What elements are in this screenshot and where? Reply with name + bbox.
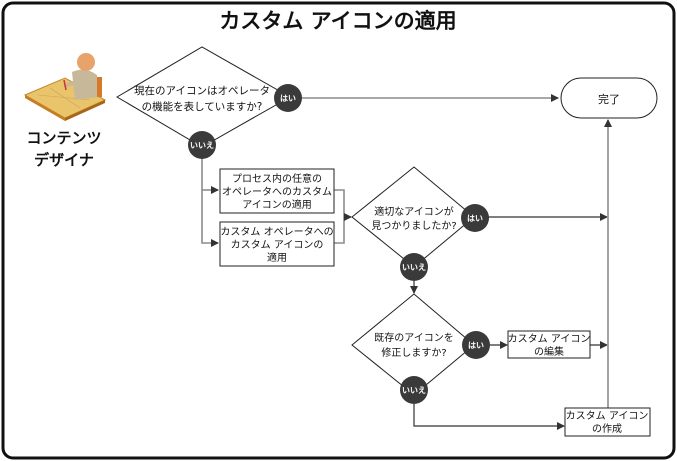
connector [201, 157, 219, 247]
svg-text:完了: 完了 [598, 92, 620, 106]
process-apply-any-operator: プロセス内の任意の オペレータへのカスタム アイコンの適用 [219, 168, 335, 214]
svg-text:の作成: の作成 [592, 423, 622, 435]
svg-text:プロセス内の任意の: プロセス内の任意の [232, 172, 322, 185]
svg-text:カスタム アイコン: カスタム アイコン [508, 333, 591, 345]
svg-text:カスタム アイコンの: カスタム アイコンの [231, 239, 324, 251]
svg-text:適切なアイコンが: 適切なアイコンが [374, 205, 454, 218]
svg-text:カスタム オペレータへの: カスタム オペレータへの [220, 226, 333, 238]
decision-icon-found: 適切なアイコンが 見つかりましたか? はい いいえ [351, 166, 489, 281]
process-create-custom-icon: カスタム アイコン の作成 [564, 407, 651, 437]
no-badge: いいえ [402, 386, 426, 395]
decision-icon-matches: 現在のアイコンはオペレータ の機能を表していますか? はい いいえ [116, 46, 302, 159]
designer-person-icon [23, 53, 107, 121]
svg-text:修正しますか?: 修正しますか? [381, 346, 446, 359]
end-terminator: 完了 [560, 77, 658, 119]
svg-text:既存のアイコンを: 既存のアイコンを [374, 331, 454, 344]
no-badge: いいえ [190, 141, 214, 150]
actor-label-line2: デザイナ [34, 151, 94, 169]
no-badge: いいえ [402, 263, 426, 272]
svg-text:の機能を表していますか?: の機能を表していますか? [142, 100, 263, 113]
svg-text:の編集: の編集 [534, 345, 564, 358]
decision-modify-existing: 既存のアイコンを 修正しますか? はい いいえ [351, 293, 490, 404]
diagram-title: カスタム アイコンの適用 [219, 9, 456, 33]
yes-badge: はい [468, 341, 484, 350]
svg-text:オペレータへのカスタム: オペレータへのカスタム [222, 186, 332, 198]
process-edit-custom-icon: カスタム アイコン の編集 [507, 330, 591, 359]
svg-text:カスタム アイコン: カスタム アイコン [566, 410, 649, 422]
svg-text:現在のアイコンはオペレータ: 現在のアイコンはオペレータ [134, 85, 270, 97]
actor-label-line1: コンテンツ [26, 129, 101, 147]
yes-badge: はい [467, 214, 483, 223]
svg-text:見つかりましたか?: 見つかりましたか? [371, 220, 456, 232]
process-apply-custom-operator: カスタム オペレータへの カスタム アイコンの 適用 [219, 221, 335, 267]
svg-text:アイコンの適用: アイコンの適用 [242, 198, 312, 211]
connector [413, 404, 565, 430]
yes-badge: はい [280, 94, 296, 103]
svg-text:適用: 適用 [267, 251, 287, 264]
